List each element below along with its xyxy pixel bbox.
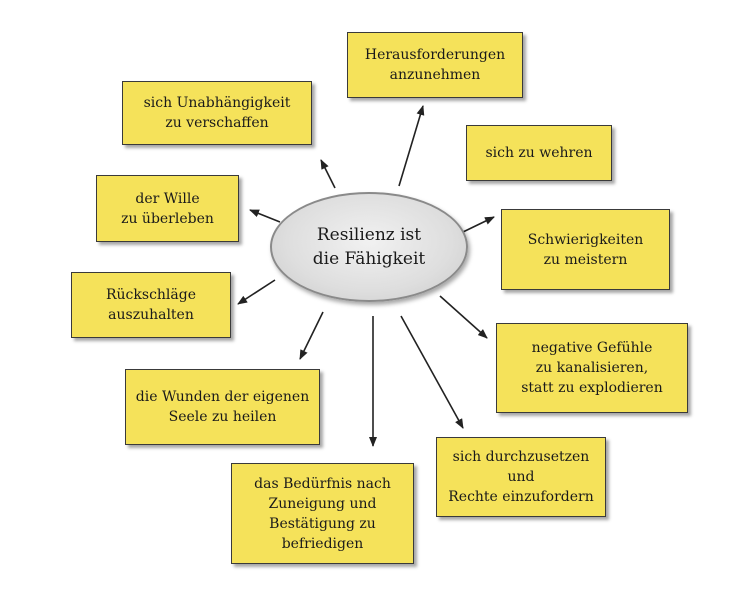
node-schwierigkeiten: Schwierigkeiten zu meistern: [501, 209, 670, 290]
node-gefuehle: negative Gefühle zu kanalisieren, statt …: [496, 323, 688, 413]
node-label: sich Unabhängigkeit zu verschaffen: [143, 95, 291, 131]
node-wille: der Wille zu überleben: [96, 175, 239, 242]
node-label: Schwierigkeiten zu meistern: [527, 231, 644, 268]
node-herausforderungen: Herausforderungen anzunehmen: [347, 32, 523, 98]
arrow-to-rueckschlaege: [237, 279, 276, 305]
arrow-to-wille: [249, 209, 281, 223]
arrow-to-gefuehle: [439, 295, 488, 339]
node-beduerfnis: das Bedürfnis nach Zuneigung und Bestäti…: [231, 463, 414, 564]
node-wehren: sich zu wehren: [466, 125, 612, 181]
node-label: Herausforderungen anzunehmen: [364, 47, 506, 83]
node-label: Rückschläge auszuhalten: [106, 287, 196, 323]
node-label: sich durchzusetzen und Rechte einzuforde…: [448, 449, 594, 505]
node-rueckschlaege: Rückschläge auszuhalten: [71, 272, 231, 338]
node-label: die Wunden der eigenen Seele zu heilen: [135, 389, 310, 425]
node-unabhaengigkeit: sich Unabhängigkeit zu verschaffen: [122, 81, 312, 145]
arrow-to-herausforderungen: [398, 105, 425, 187]
arrow-to-durchzusetzen: [400, 315, 464, 429]
node-label: das Bedürfnis nach Zuneigung und Bestäti…: [254, 475, 391, 552]
node-durchzusetzen: sich durchzusetzen und Rechte einzuforde…: [436, 437, 606, 517]
arrow-to-wunden: [299, 311, 324, 360]
node-label: negative Gefühle zu kanalisieren, statt …: [521, 340, 663, 396]
node-label: der Wille zu überleben: [121, 190, 214, 227]
node-label: sich zu wehren: [485, 145, 593, 161]
arrow-to-unabhaengigkeit: [320, 159, 336, 189]
arrow-to-schwierigkeiten: [462, 216, 495, 233]
center-node: Resilienz ist die Fähigkeit: [270, 192, 468, 302]
node-wunden: die Wunden der eigenen Seele zu heilen: [125, 369, 320, 445]
center-label: Resilienz ist die Fähigkeit: [312, 225, 426, 269]
